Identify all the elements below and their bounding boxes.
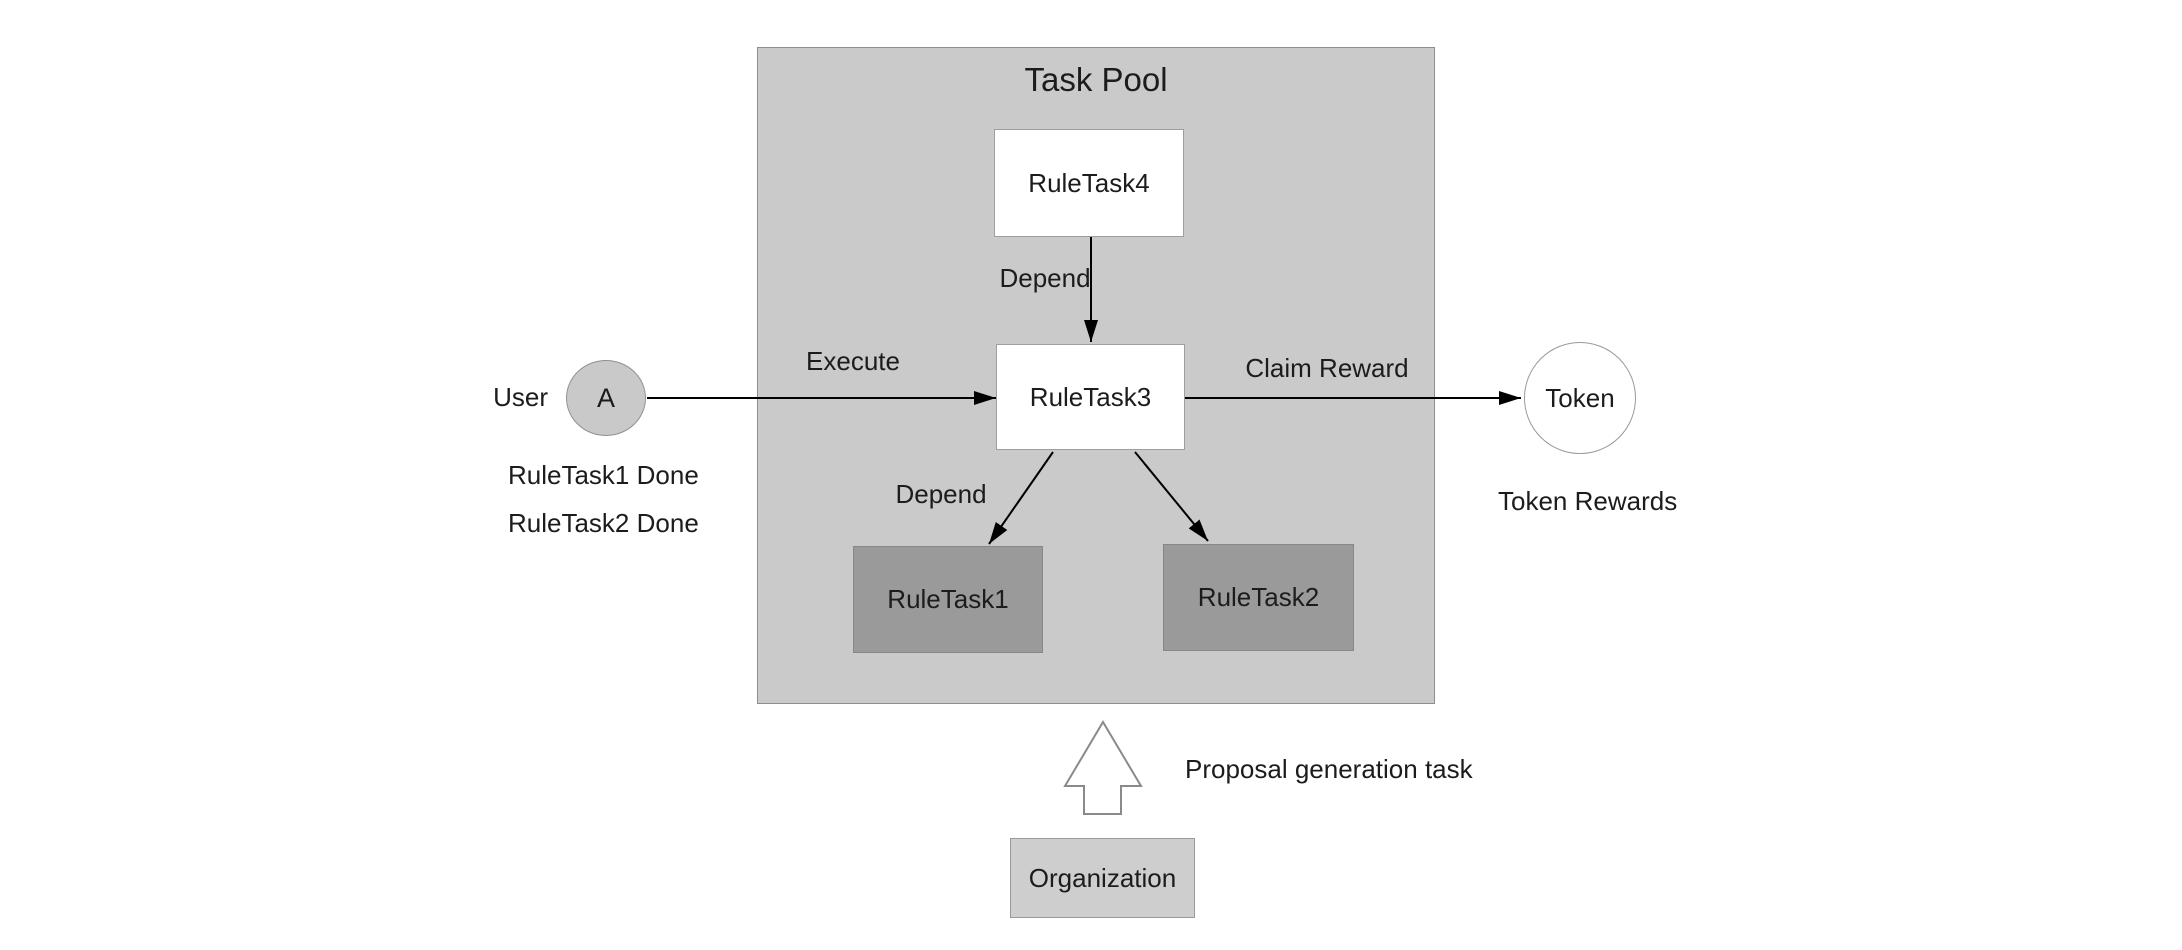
node-ruletask3: RuleTask3 bbox=[996, 344, 1185, 450]
ruletask2-done-label: RuleTask2 Done bbox=[508, 508, 699, 539]
node-ruletask1-label: RuleTask1 bbox=[887, 584, 1009, 614]
node-ruletask4-label: RuleTask4 bbox=[1028, 167, 1150, 198]
task-pool-title: Task Pool bbox=[1024, 61, 1168, 99]
depend-bottom-label: Depend bbox=[895, 479, 987, 510]
token-node: Token bbox=[1524, 342, 1636, 454]
depend-top-label: Depend bbox=[999, 263, 1091, 294]
node-ruletask1: RuleTask1 bbox=[853, 546, 1043, 653]
node-ruletask2-label: RuleTask2 bbox=[1197, 582, 1320, 612]
node-organization-label: Organization bbox=[1028, 862, 1177, 893]
user-label: User bbox=[493, 382, 548, 413]
node-organization: Organization bbox=[1010, 838, 1195, 918]
token-node-label: Token bbox=[1545, 382, 1615, 413]
node-ruletask2: RuleTask2 bbox=[1163, 544, 1354, 651]
ruletask1-done-label: RuleTask1 Done bbox=[508, 460, 699, 491]
proposal-up-arrow-icon bbox=[1063, 720, 1143, 815]
proposal-generation-label: Proposal generation task bbox=[1185, 754, 1473, 785]
token-rewards-label: Token Rewards bbox=[1498, 486, 1678, 517]
execute-label: Execute bbox=[806, 346, 900, 377]
node-ruletask3-label: RuleTask3 bbox=[1029, 381, 1152, 412]
depend-arrow-ruletask3-ruletask2 bbox=[1134, 451, 1209, 542]
depend-arrow-ruletask3-ruletask1 bbox=[988, 451, 1054, 545]
user-avatar-label: A bbox=[596, 382, 615, 413]
claim-reward-label: Claim Reward bbox=[1245, 353, 1409, 384]
node-ruletask4: RuleTask4 bbox=[994, 129, 1184, 237]
user-avatar: A bbox=[566, 360, 646, 436]
